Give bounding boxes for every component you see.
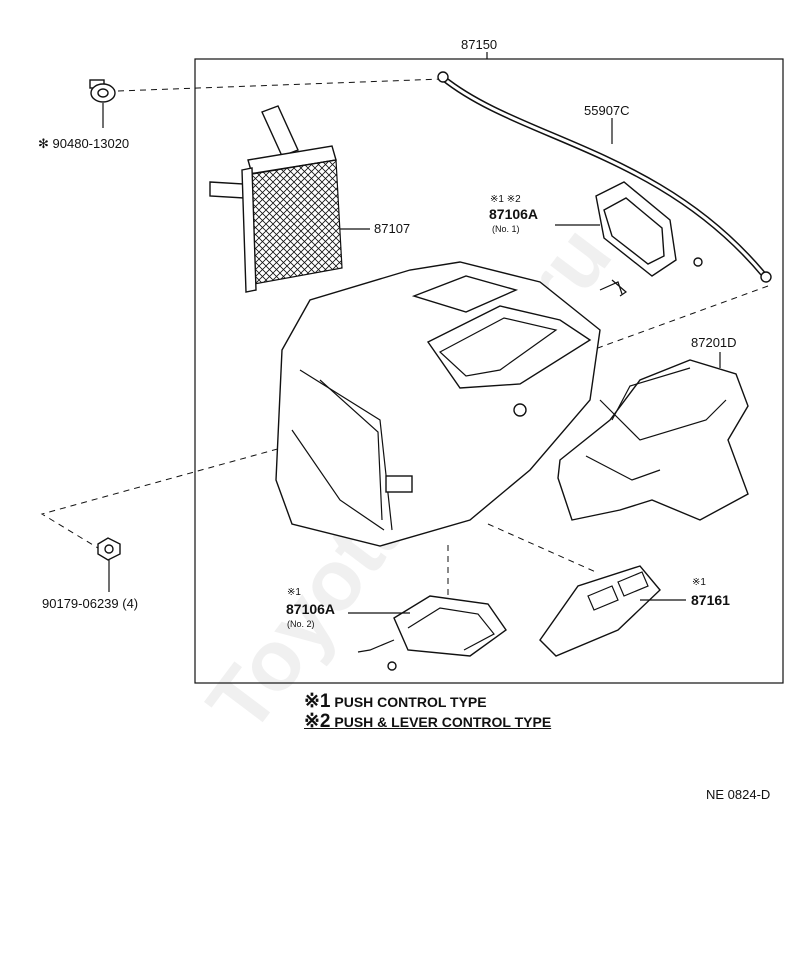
clip-top-mark: ✻	[38, 136, 49, 151]
clip-top-number: 90480-13020	[52, 136, 130, 151]
label-servo1-sub: (No. 1)	[492, 224, 520, 234]
label-servo1: 87106A	[489, 206, 539, 222]
dashed-leader-amp	[487, 523, 599, 574]
label-servo2-sub: (No. 2)	[287, 619, 315, 629]
cable-icon	[437, 71, 772, 283]
label-servo2-mark: ※1	[287, 587, 301, 598]
label-servo2: 87106A	[286, 601, 336, 617]
label-duct: 87201D	[691, 335, 737, 350]
amplifier-icon	[539, 565, 686, 657]
heater-case-icon	[275, 261, 623, 547]
label-amp-mark: ※1	[692, 577, 706, 588]
legend-text-1: PUSH CONTROL TYPE	[334, 694, 487, 710]
legend-text-2: PUSH & LEVER CONTROL TYPE	[334, 714, 552, 730]
legend-item-1: ※1 PUSH CONTROL TYPE	[304, 690, 487, 713]
label-servo1-marks: ※1 ※2	[490, 194, 521, 205]
dashed-leader-left	[40, 285, 769, 549]
legend-symbol-1: ※1	[304, 691, 331, 712]
servo-motor-icon	[348, 595, 507, 671]
label-amp: 87161	[691, 592, 730, 608]
label-clip-bottom: 90179-06239 (4)	[42, 596, 139, 611]
air-duct-icon	[557, 352, 749, 521]
label-assembly: 87150	[461, 37, 498, 52]
clip-icon	[89, 79, 116, 128]
label-cable: 55907C	[584, 103, 630, 118]
dashed-leader-top	[117, 78, 443, 92]
servo-motor-icon	[555, 181, 703, 297]
legend-item-2: ※2 PUSH & LEVER CONTROL TYPE	[304, 710, 551, 733]
assembly-frame	[194, 58, 784, 684]
diagram-code: NE 0824-D	[706, 787, 771, 802]
radiator-icon	[209, 105, 370, 293]
label-radiator: 87107	[374, 221, 411, 236]
label-clip-top: ✻ 90480-13020	[38, 137, 129, 151]
legend-symbol-2: ※2	[304, 711, 331, 732]
screw-icon	[97, 537, 121, 592]
